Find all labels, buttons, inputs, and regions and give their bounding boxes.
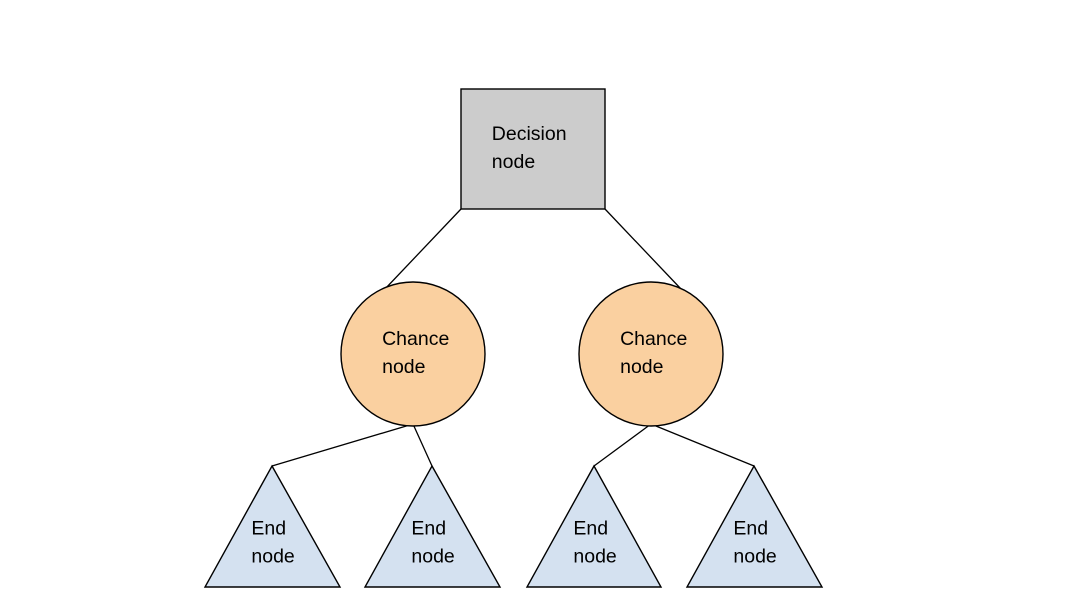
edge-chance-right-to-end-3 xyxy=(593,423,652,467)
decision-node-label-line2: node xyxy=(492,151,535,173)
chance-node-left-label-line2: node xyxy=(382,356,425,378)
end-node-4-label-line1: End xyxy=(733,518,768,540)
end-node-2-triangle[interactable] xyxy=(363,464,502,588)
end-node-3-label-line2: node xyxy=(573,546,616,568)
edge-decision-to-chance-left xyxy=(384,208,462,290)
end-node-4-triangle[interactable] xyxy=(685,464,824,588)
decision-node[interactable]: Decision node xyxy=(460,88,606,210)
end-node-3-triangle[interactable] xyxy=(525,464,663,588)
chance-node-left-circle[interactable] xyxy=(340,281,486,427)
edge-chance-left-to-end-2 xyxy=(412,423,433,467)
chance-node-right-circle[interactable] xyxy=(578,281,724,427)
chance-node-left[interactable]: Chance node xyxy=(340,281,486,427)
end-node-4-label-line2: node xyxy=(733,546,776,568)
chance-node-left-label-line1: Chance xyxy=(382,328,449,350)
edge-group xyxy=(271,208,755,467)
end-node-2-label-line1: End xyxy=(411,518,446,540)
edge-chance-right-to-end-4 xyxy=(650,423,755,467)
chance-node-right-label-line1: Chance xyxy=(620,328,687,350)
end-node-1-label-line1: End xyxy=(251,518,286,540)
end-node-3[interactable]: End node xyxy=(525,464,663,588)
end-node-4[interactable]: End node xyxy=(685,464,824,588)
end-node-3-label-line1: End xyxy=(573,518,608,540)
decision-node-label-line1: Decision xyxy=(492,123,567,145)
end-node-1[interactable]: End node xyxy=(203,464,342,588)
end-node-2[interactable]: End node xyxy=(363,464,502,588)
chance-node-right[interactable]: Chance node xyxy=(578,281,724,427)
end-node-1-label-line2: node xyxy=(251,546,294,568)
edge-decision-to-chance-right xyxy=(604,208,682,290)
edge-chance-left-to-end-1 xyxy=(271,423,414,467)
end-node-2-label-line2: node xyxy=(411,546,454,568)
end-node-1-triangle[interactable] xyxy=(203,464,342,588)
chance-node-right-label-line2: node xyxy=(620,356,663,378)
decision-node-rect[interactable] xyxy=(460,88,606,210)
